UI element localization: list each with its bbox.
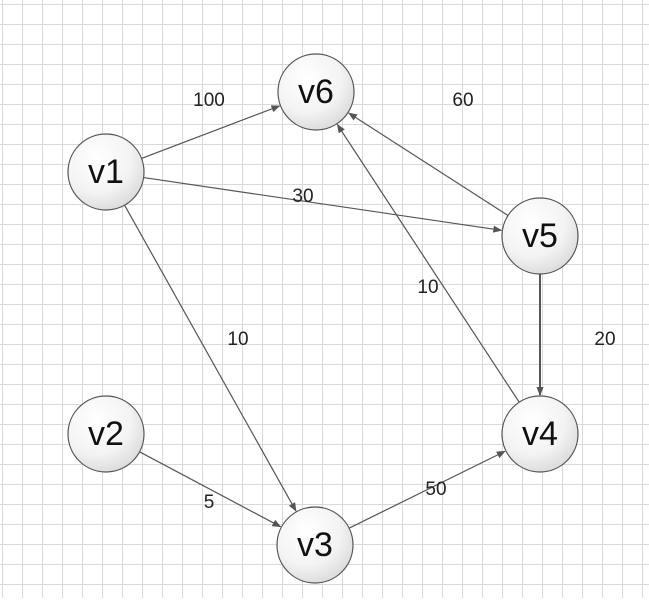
node-circle-v3	[276, 506, 354, 584]
node-circle-v6	[277, 53, 355, 131]
node-label-v1: v1	[88, 153, 124, 191]
bottom-strip	[0, 598, 649, 612]
edge-v1-v6	[141, 105, 281, 160]
edge-weight-v1-v5: 30	[292, 186, 313, 207]
node-label-v5: v5	[522, 217, 558, 255]
node-label-v6: v6	[298, 73, 334, 111]
edge-weight-v5-v6: 60	[452, 90, 473, 111]
node-v5: v5	[501, 197, 579, 275]
edge-v1-v5	[143, 176, 503, 233]
node-v3: v3	[276, 506, 354, 584]
edge-weight-v1-v3: 10	[227, 329, 248, 350]
edge-v4-v6	[336, 123, 520, 403]
edge-v3-v4	[348, 450, 506, 529]
node-label-v2: v2	[88, 415, 124, 453]
edge-v5-v6	[348, 112, 509, 216]
node-v6: v6	[277, 53, 355, 131]
node-circle-v2	[67, 395, 145, 473]
edge-weight-v1-v6: 100	[193, 90, 225, 111]
edge-weight-v5-v4: 20	[594, 329, 615, 350]
node-label-v3: v3	[297, 526, 333, 564]
edge-v1-v3	[124, 204, 297, 512]
node-circle-v5	[501, 197, 579, 275]
edge-v2-v3	[139, 451, 282, 528]
node-v2: v2	[67, 395, 145, 473]
node-v1: v1	[67, 133, 145, 211]
node-v4: v4	[501, 395, 579, 473]
node-label-v4: v4	[522, 415, 558, 453]
node-circle-v4	[501, 395, 579, 473]
edge-weight-v2-v3: 5	[204, 492, 215, 513]
edge-weight-v3-v4: 50	[425, 479, 446, 500]
node-circle-v1	[67, 133, 145, 211]
edge-weight-v4-v6: 10	[417, 277, 438, 298]
